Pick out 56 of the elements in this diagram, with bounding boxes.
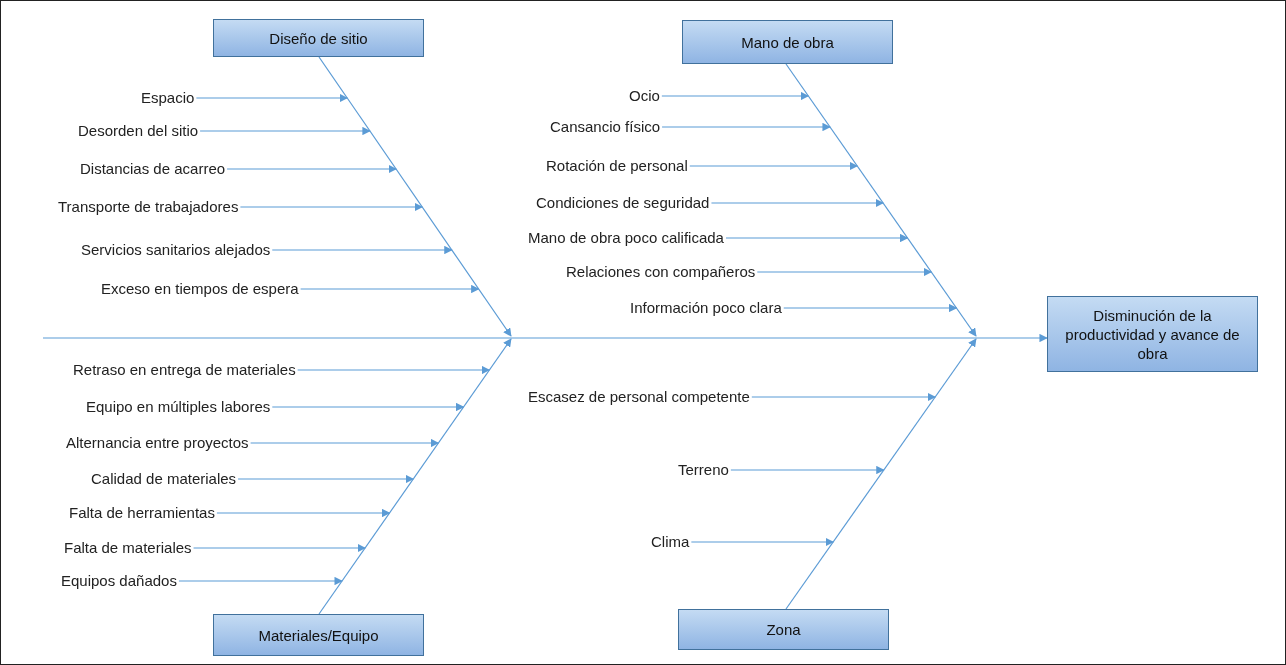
cause-label: Terreno — [678, 461, 729, 479]
cause-label: Relaciones con compañeros — [566, 263, 756, 281]
cause-label: Equipo en múltiples labores — [86, 398, 271, 416]
cause-label: Calidad de materiales — [91, 470, 237, 488]
cause-label: Transporte de trabajadores — [58, 198, 239, 216]
category-box: Materiales/Equipo — [213, 614, 424, 656]
arrow — [689, 161, 859, 171]
cause-label: Equipos dañados — [61, 572, 177, 590]
cause-label: Rotación de personal — [546, 157, 688, 175]
cause-label: Servicios sanitarios alejados — [81, 241, 271, 259]
cause-label: Mano de obra poco calificada — [528, 229, 724, 247]
cause-label: Información poco clara — [630, 299, 782, 317]
arrow — [785, 338, 977, 610]
cause-label: Condiciones de seguridad — [536, 194, 710, 212]
arrow — [178, 576, 343, 586]
arrow — [756, 267, 933, 277]
category-box: Zona — [678, 609, 889, 650]
arrow — [192, 543, 366, 553]
category-box: Diseño de sitio — [213, 19, 424, 57]
cause-label: Escasez de personal competente — [528, 388, 750, 406]
arrow — [237, 474, 415, 484]
arrow — [725, 233, 909, 243]
cause-label: Falta de herramientas — [69, 504, 215, 522]
cause-label: Ocio — [629, 87, 660, 105]
arrow — [42, 333, 1048, 343]
cause-label: Desorden del sitio — [78, 122, 199, 140]
category-box: Mano de obra — [682, 20, 893, 64]
cause-label: Exceso en tiempos de espera — [101, 280, 299, 298]
cause-label: Clima — [651, 533, 690, 551]
arrow — [199, 126, 371, 136]
arrow — [239, 202, 424, 212]
cause-label: Cansancio físico — [550, 118, 661, 136]
cause-label: Espacio — [141, 89, 195, 107]
effect-box: Disminución de la productividad y avance de obra — [1047, 296, 1258, 372]
cause-label: Retraso en entrega de materiales — [73, 361, 296, 379]
arrow — [710, 198, 884, 208]
arrow — [661, 122, 831, 132]
arrow — [690, 537, 834, 547]
arrow — [661, 91, 810, 101]
arrow — [300, 284, 480, 294]
cause-label: Falta de materiales — [64, 539, 192, 557]
arrow — [271, 245, 453, 255]
arrow — [783, 303, 958, 313]
arrow — [297, 365, 491, 375]
arrow — [785, 63, 977, 337]
arrow — [250, 438, 440, 448]
arrow — [271, 402, 465, 412]
arrow — [195, 93, 349, 103]
arrow — [318, 56, 512, 337]
arrow — [318, 338, 512, 615]
arrow — [216, 508, 391, 518]
arrow — [751, 392, 937, 402]
arrow — [730, 465, 885, 475]
cause-label: Distancias de acarreo — [80, 160, 226, 178]
arrow — [226, 164, 397, 174]
cause-label: Alternancia entre proyectos — [66, 434, 249, 452]
